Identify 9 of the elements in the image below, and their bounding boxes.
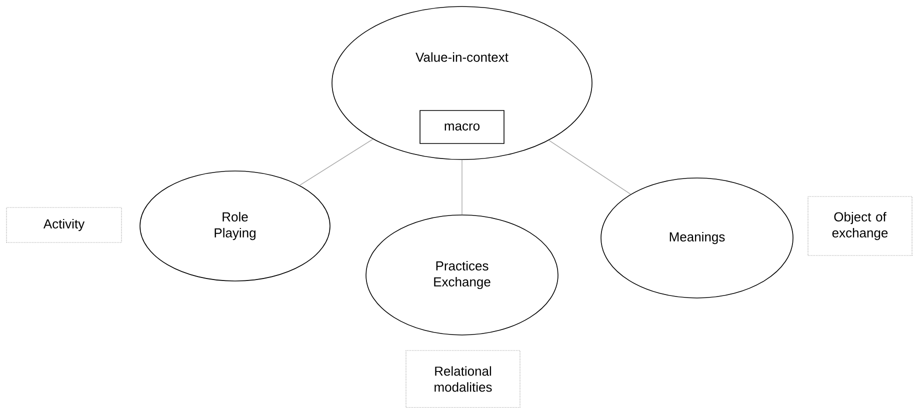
connector-line: [548, 140, 631, 195]
label-box: macro: [420, 110, 504, 144]
dotted-box: Object of exchange: [808, 196, 912, 256]
ellipse-node: Practices Exchange: [366, 214, 558, 336]
ellipse-node: Role Playing: [140, 170, 330, 282]
ellipse-node: Meanings: [600, 178, 794, 298]
dotted-box: Activity: [6, 207, 122, 243]
dotted-box: Relational modalities: [406, 350, 520, 408]
connector-line: [299, 138, 374, 186]
